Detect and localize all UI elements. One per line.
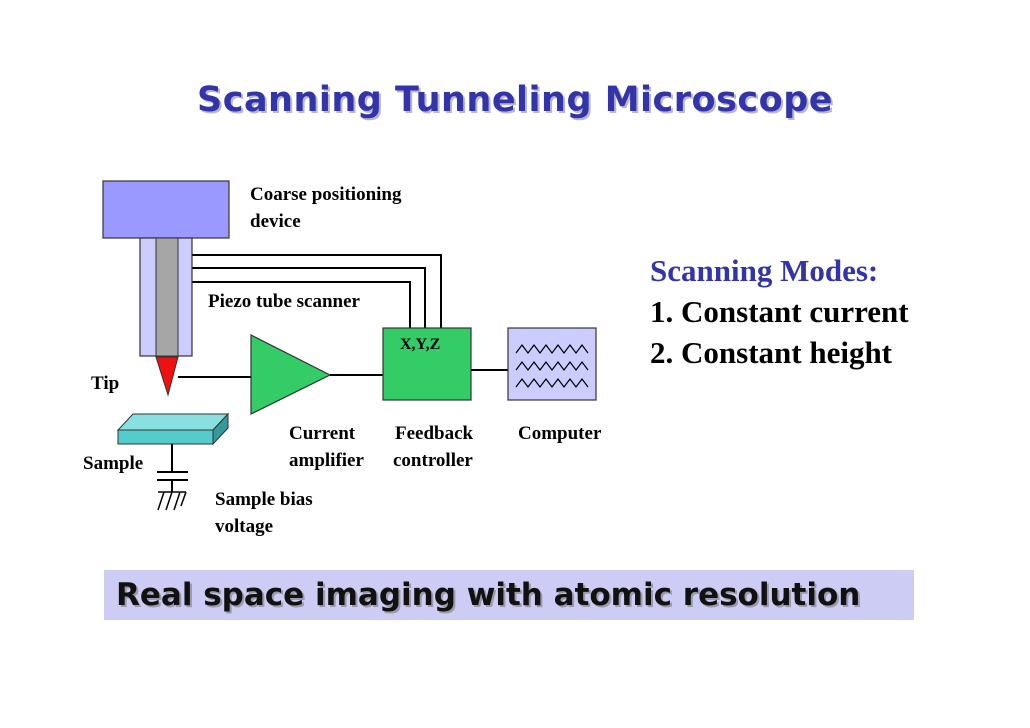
summary-banner-text: Real space imaging with atomic resolutio… <box>116 577 861 613</box>
tip-shape <box>155 356 179 397</box>
tip-label: Tip <box>91 373 120 394</box>
piezo-core <box>155 237 179 357</box>
current-amplifier-label: Current amplifier <box>289 420 364 474</box>
computer-waveform-icon <box>515 344 589 388</box>
sample-slab <box>116 412 230 446</box>
ground-icon <box>157 491 187 511</box>
page-title: Scanning Tunneling Microscope <box>196 80 834 120</box>
sample-bias-label-line1: Sample bias <box>215 489 313 510</box>
xyz-label: X,Y,Z <box>400 336 441 353</box>
scanning-modes: Scanning Modes: 1. Constant current 2. C… <box>650 250 909 373</box>
feedback-controller-label: Feedback controller <box>393 420 473 474</box>
sample-bias-label: Sample bias voltage <box>215 486 313 540</box>
feedback-controller-box <box>382 327 472 401</box>
sample-label: Sample <box>83 453 144 474</box>
feedback-controller-label-line2: controller <box>393 450 473 471</box>
scanning-mode-item: 2. Constant height <box>650 335 893 370</box>
scanning-modes-heading: Scanning Modes: <box>650 253 879 288</box>
computer-label: Computer <box>518 423 602 444</box>
piezo-scanner-label: Piezo tube scanner <box>208 291 360 312</box>
scanning-mode-item: 1. Constant current <box>650 294 909 329</box>
coarse-positioning-label: Coarse positioning device <box>250 181 402 235</box>
coarse-positioning-label-line1: Coarse positioning <box>250 184 402 205</box>
current-amplifier-label-line1: Current <box>289 423 356 444</box>
summary-banner: Real space imaging with atomic resolutio… <box>104 570 914 620</box>
control-wires <box>178 254 442 328</box>
current-amplifier <box>250 334 332 415</box>
sample-bias-label-line2: voltage <box>215 516 274 537</box>
bias-voltage-symbol <box>157 444 188 492</box>
coarse-positioning-label-line2: device <box>250 211 301 232</box>
feedback-controller-label-line1: Feedback <box>395 423 474 444</box>
coarse-positioning-block <box>102 180 230 239</box>
current-amplifier-label-line2: amplifier <box>289 450 364 471</box>
